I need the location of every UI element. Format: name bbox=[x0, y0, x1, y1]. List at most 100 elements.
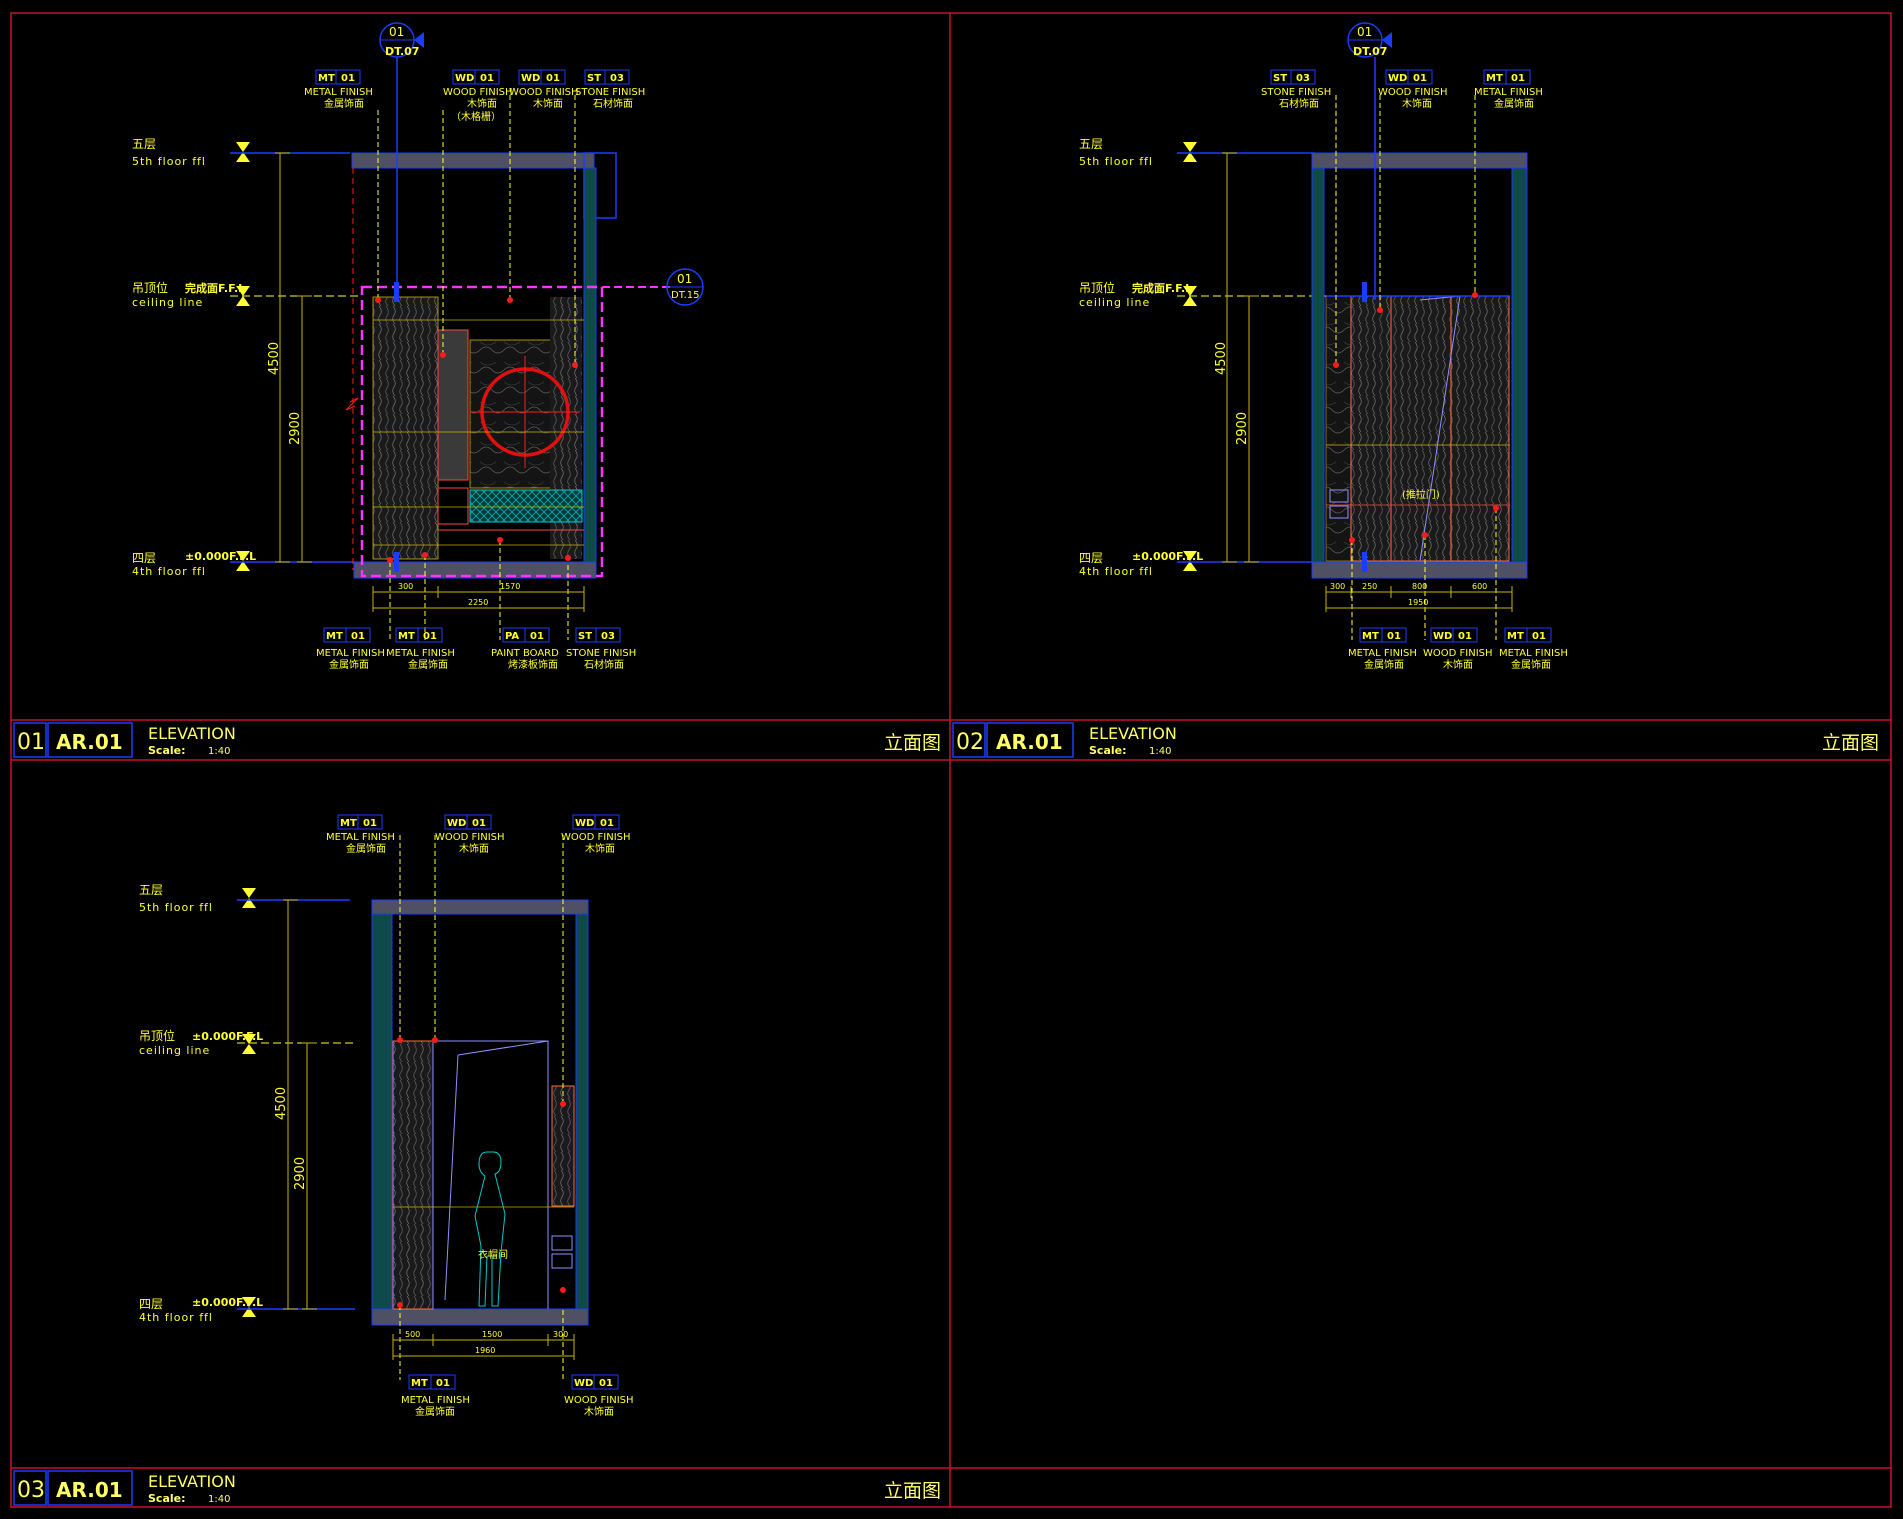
svg-text:METAL FINISH: METAL FINISH bbox=[386, 648, 455, 659]
level-marker-5f: 五层 5th floor ffl bbox=[1079, 137, 1315, 168]
panel-title-3: ELEVATION bbox=[148, 1472, 236, 1491]
svg-text:01: 01 bbox=[1387, 631, 1401, 642]
panel-cn-1: 立面图 bbox=[884, 732, 941, 754]
scale-label-1: Scale: bbox=[148, 744, 186, 757]
svg-text:金属饰面: 金属饰面 bbox=[1364, 658, 1404, 671]
svg-text:5th floor ffl: 5th floor ffl bbox=[139, 901, 213, 914]
scale-value-2: 1:40 bbox=[1149, 746, 1171, 757]
sliding-door bbox=[1390, 295, 1452, 562]
material-tag: MT 01 METAL FINISH 金属饰面 bbox=[386, 627, 455, 671]
material-tag: ST 03 STONE FINISH 石材饰面 bbox=[575, 69, 645, 110]
svg-text:金属饰面: 金属饰面 bbox=[408, 658, 448, 671]
svg-text:01: 01 bbox=[599, 1378, 613, 1389]
svg-text:完成面F.F.L: 完成面F.F.L bbox=[185, 281, 245, 295]
svg-text:01: 01 bbox=[363, 818, 377, 829]
svg-text:木饰面: 木饰面 bbox=[1402, 97, 1432, 110]
detail-boundary bbox=[360, 285, 604, 578]
door-note: (推拉门) bbox=[1402, 488, 1440, 501]
svg-text:石材饰面: 石材饰面 bbox=[1279, 97, 1319, 110]
svg-text:03: 03 bbox=[1296, 73, 1310, 84]
svg-text:金属饰面: 金属饰面 bbox=[329, 658, 369, 671]
svg-text:五层: 五层 bbox=[132, 137, 156, 151]
slab-top bbox=[371, 899, 589, 915]
panel-number-1: 01 bbox=[17, 730, 45, 755]
dim-bottom-3: 2250 bbox=[468, 598, 488, 607]
svg-text:金属饰面: 金属饰面 bbox=[1511, 658, 1551, 671]
wall-right bbox=[1511, 167, 1528, 564]
svg-text:DT.07: DT.07 bbox=[385, 45, 419, 58]
svg-text:ST: ST bbox=[1273, 73, 1287, 84]
level-marker-4f: 四层 ±0.000F.F.L 4th floor ffl bbox=[1079, 550, 1315, 578]
slab-bottom bbox=[371, 1308, 589, 1326]
scale-label-3: Scale: bbox=[148, 1492, 186, 1505]
svg-text:烤漆板饰面: 烤漆板饰面 bbox=[508, 658, 558, 671]
sheet-ref-3: AR.01 bbox=[56, 1478, 123, 1502]
dim-total-height: 4500 bbox=[267, 342, 282, 375]
material-tag: MT 01 METAL FINISH 金属饰面 bbox=[1348, 627, 1417, 671]
dim-ceiling-height: 2900 bbox=[288, 412, 303, 445]
svg-text:木饰面: 木饰面 bbox=[459, 842, 489, 855]
svg-text:WD: WD bbox=[1388, 73, 1407, 84]
svg-text:01: 01 bbox=[677, 272, 692, 286]
material-tag: WD 01 WOOD FINISH 木饰面 bbox=[564, 1374, 634, 1418]
wood-grille-panel bbox=[372, 296, 439, 560]
leaders-01 bbox=[377, 95, 576, 640]
material-tag: WD 01 WOOD FINISH 木饰面 bbox=[1423, 627, 1493, 671]
dim-bottom-1: 300 bbox=[1330, 582, 1345, 591]
level-marker-4f: 四层 ±0.000F.F.L 4th floor ffl bbox=[139, 1296, 355, 1324]
dimension-chain-bottom bbox=[372, 586, 585, 612]
panel-title-2: ELEVATION bbox=[1089, 724, 1177, 743]
svg-text:METAL FINISH: METAL FINISH bbox=[304, 87, 373, 98]
scale-label-2: Scale: bbox=[1089, 744, 1127, 757]
svg-text:PAINT BOARD: PAINT BOARD bbox=[491, 648, 559, 659]
svg-text:ST: ST bbox=[587, 73, 601, 84]
material-tag: WD 01 WOOD FINISH 木饰面 （木格栅） bbox=[443, 69, 513, 123]
svg-text:四层: 四层 bbox=[132, 551, 156, 565]
scale-value-1: 1:40 bbox=[208, 746, 230, 757]
svg-text:STONE FINISH: STONE FINISH bbox=[566, 648, 636, 659]
slab-top bbox=[351, 152, 595, 169]
sheet-frame bbox=[10, 12, 1892, 1508]
svg-text:木饰面: 木饰面 bbox=[585, 842, 615, 855]
wood-panel bbox=[1350, 295, 1392, 562]
dim-bottom-1: 300 bbox=[398, 582, 413, 591]
wall-right-lower bbox=[583, 167, 597, 569]
slab-bottom bbox=[1311, 561, 1528, 579]
dim-bottom-5: 1950 bbox=[1408, 598, 1428, 607]
dim-bottom-2: 1500 bbox=[482, 1330, 502, 1339]
svg-text:01: 01 bbox=[1357, 25, 1372, 39]
svg-text:WOOD FINISH: WOOD FINISH bbox=[1423, 648, 1493, 659]
wall-left bbox=[1311, 167, 1325, 564]
svg-text:01: 01 bbox=[1511, 73, 1525, 84]
svg-text:WOOD FINISH: WOOD FINISH bbox=[561, 832, 631, 843]
material-tag: WD 01 WOOD FINISH 木饰面 bbox=[1378, 69, 1448, 110]
svg-text:01: 01 bbox=[423, 631, 437, 642]
panel-number-2: 02 bbox=[956, 730, 984, 755]
svg-text:01: 01 bbox=[546, 73, 560, 84]
material-tag: WD 01 WOOD FINISH 木饰面 bbox=[561, 814, 631, 855]
svg-text:PA: PA bbox=[505, 631, 519, 642]
svg-text:木饰面: 木饰面 bbox=[1443, 658, 1473, 671]
svg-text:完成面F.F.L: 完成面F.F.L bbox=[1132, 281, 1192, 295]
svg-text:METAL FINISH: METAL FINISH bbox=[1499, 648, 1568, 659]
svg-text:吊顶位: 吊顶位 bbox=[132, 280, 168, 295]
material-tag: MT 01 METAL FINISH 金属饰面 bbox=[326, 814, 395, 855]
svg-text:01: 01 bbox=[1458, 631, 1472, 642]
svg-text:±0.000F.F.L: ±0.000F.F.L bbox=[192, 1030, 263, 1043]
svg-text:金属饰面: 金属饰面 bbox=[415, 1405, 455, 1418]
svg-text:金属饰面: 金属饰面 bbox=[346, 842, 386, 855]
title-bar-1: 01 AR.01 ELEVATION Scale: 1:40 立面图 bbox=[13, 722, 941, 758]
panel-cn-3: 立面图 bbox=[884, 1480, 941, 1502]
sheet-ref-2: AR.01 bbox=[996, 730, 1063, 754]
svg-text:03: 03 bbox=[610, 73, 624, 84]
svg-text:金属饰面: 金属饰面 bbox=[324, 97, 364, 110]
svg-text:METAL FINISH: METAL FINISH bbox=[401, 1395, 470, 1406]
svg-text:01: 01 bbox=[480, 73, 494, 84]
svg-text:METAL FINISH: METAL FINISH bbox=[1348, 648, 1417, 659]
svg-text:吊顶位: 吊顶位 bbox=[139, 1028, 175, 1043]
dim-ceiling-height: 2900 bbox=[1235, 412, 1250, 445]
svg-text:01: 01 bbox=[472, 818, 486, 829]
level-marker-4f: 四层 ±0.000F.F.L 4th floor ffl bbox=[132, 550, 355, 578]
dimension-chain-vertical bbox=[275, 152, 312, 563]
svg-text:木饰面: 木饰面 bbox=[584, 1405, 614, 1418]
